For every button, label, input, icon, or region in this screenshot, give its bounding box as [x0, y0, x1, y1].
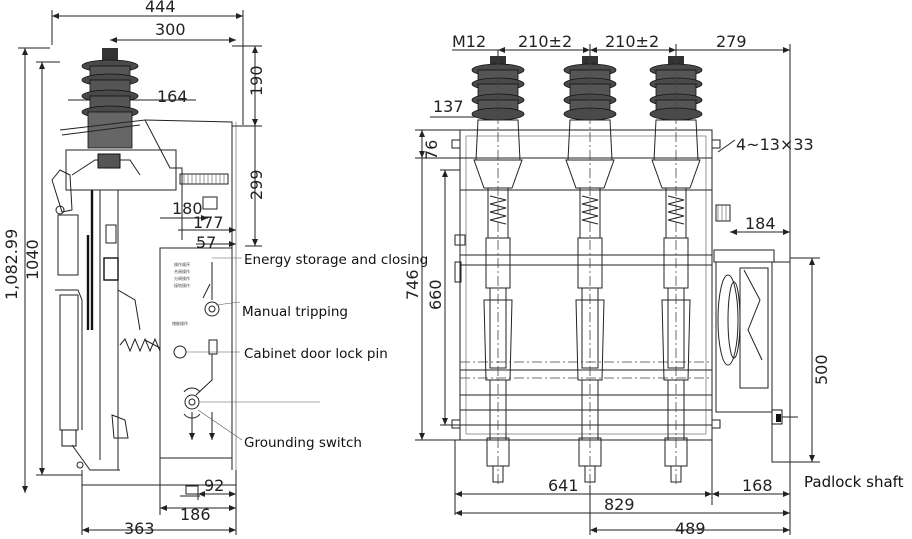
dim-299: 299: [247, 169, 266, 200]
panel-text-3: 接地操作: [174, 282, 190, 288]
dim-444: 444: [145, 0, 176, 16]
dim-186: 186: [180, 505, 211, 524]
front-view: M12 210±2 210±2 279 137 76 746 660: [403, 32, 831, 538]
label-energy-storage: Energy storage and closing: [244, 252, 428, 268]
label-grounding: Grounding switch: [244, 435, 362, 451]
dim-m12: M12: [452, 32, 486, 51]
dim-137: 137: [433, 97, 464, 116]
dim-279: 279: [716, 32, 747, 51]
side-operating-panel: 操作顺序 合闸操作 分闸操作 接地操作 储能操作: [159, 247, 233, 459]
dim-829: 829: [604, 495, 635, 514]
phase-a: [471, 56, 525, 485]
dim-363: 363: [124, 519, 155, 538]
dim-pitch-2: 210±2: [605, 32, 659, 51]
dim-641: 641: [548, 476, 579, 495]
dim-660: 660: [426, 279, 445, 310]
dim-300: 300: [155, 20, 186, 39]
label-door-lock: Cabinet door lock pin: [244, 346, 388, 362]
dim-pitch-1: 210±2: [518, 32, 572, 51]
panel-text-2: 分闸操作: [174, 275, 190, 281]
front-mechanism: [713, 204, 798, 463]
dim-184: 184: [745, 214, 776, 233]
label-padlock: Padlock shaft: [804, 473, 904, 491]
side-terminal-strip: [179, 173, 229, 210]
dim-164: 164: [157, 87, 188, 106]
side-fuse: [51, 169, 120, 471]
dim-92: 92: [204, 476, 224, 495]
phase-c: [649, 56, 703, 485]
dim-190: 190: [247, 65, 266, 96]
dim-746: 746: [403, 269, 422, 300]
dim-500: 500: [812, 354, 831, 385]
dim-489: 489: [675, 519, 706, 538]
panel-text-1: 合闸操作: [174, 268, 190, 274]
dim-1082: 1,082.99: [2, 229, 21, 300]
label-manual-tripping: Manual tripping: [242, 304, 348, 320]
dim-57: 57: [196, 233, 216, 252]
dim-180: 180: [172, 199, 203, 218]
side-insulator: [81, 48, 139, 149]
panel-text-0: 操作顺序: [174, 261, 190, 267]
dim-1040: 1040: [23, 239, 42, 280]
dim-177: 177: [193, 213, 224, 232]
dim-76: 76: [422, 140, 441, 160]
dim-168: 168: [742, 476, 773, 495]
panel-text-4: 储能操作: [172, 320, 188, 326]
side-view: 444 300 164 190 299 1,082.99 1040: [2, 0, 320, 538]
phase-b: [563, 56, 617, 485]
dim-holes: 4~13×33: [736, 135, 814, 154]
